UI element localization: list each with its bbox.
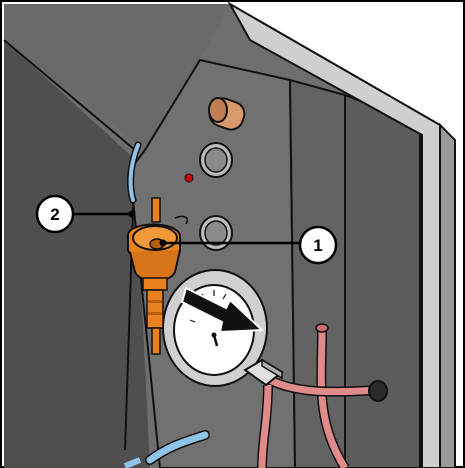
port-ring-upper	[200, 143, 232, 177]
port-ring-lower	[200, 216, 232, 250]
side-plate-1	[290, 80, 345, 468]
callout-1-label: 1	[313, 236, 322, 255]
grommet	[369, 381, 387, 401]
frame-edge-dark	[440, 125, 455, 468]
callout-2-label: 2	[50, 205, 59, 224]
side-plate-2	[345, 95, 420, 468]
red-indicator-light	[185, 174, 193, 182]
